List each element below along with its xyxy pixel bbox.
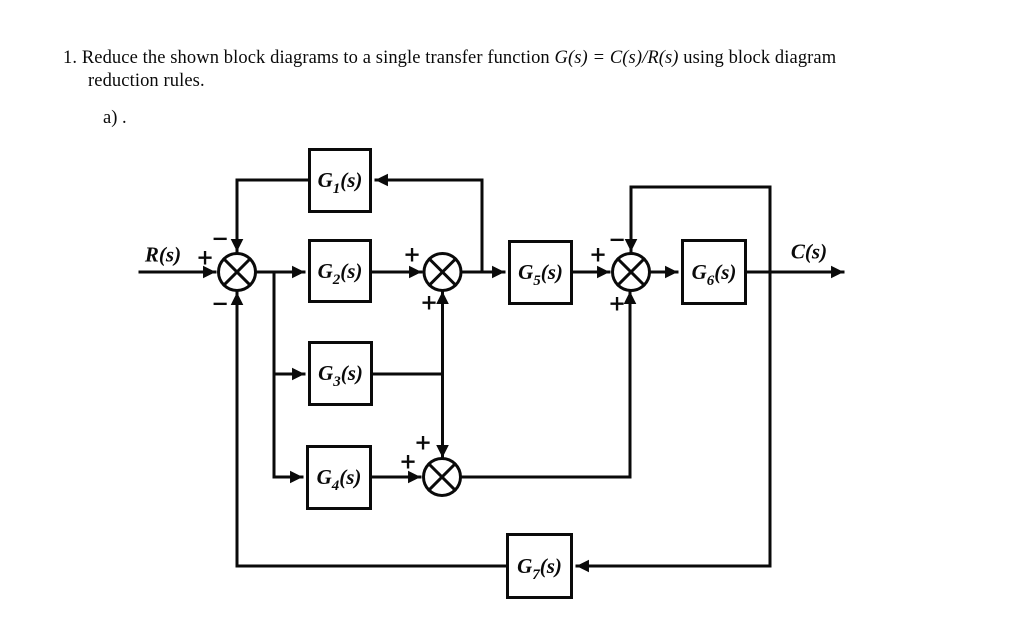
block-g1-label: G1(s) xyxy=(317,168,363,197)
sign-sum3-top: − xyxy=(608,226,626,252)
sign-sum1-left: + xyxy=(196,244,214,270)
item-label-a: a) . xyxy=(103,108,127,128)
block-g7-label: G7(s) xyxy=(517,553,562,583)
block-g4: G4(s) xyxy=(306,445,372,510)
wire-segments xyxy=(235,178,772,568)
block-g5: G5(s) xyxy=(508,240,573,305)
block-g2-label: G2(s) xyxy=(317,258,363,288)
block-g6: G6(s) xyxy=(681,239,747,305)
problem-statement-line1: 1. Reduce the shown block diagrams to a … xyxy=(63,48,836,69)
sign-sum2-left: + xyxy=(403,241,421,267)
problem-number: 1. xyxy=(63,48,78,68)
sign-sum4-left: + xyxy=(399,448,417,474)
block-g3: G3(s) xyxy=(308,341,373,406)
block-g4-label: G4(s) xyxy=(316,465,362,494)
block-g6-label: G6(s) xyxy=(691,259,737,289)
problem-statement-line2: reduction rules. xyxy=(88,71,205,91)
input-signal-label: R(s) xyxy=(144,242,182,267)
summing-junction-1 xyxy=(217,252,257,292)
wire-arrows xyxy=(138,173,845,573)
problem-text-tail: using block diagram xyxy=(678,48,837,68)
sign-sum1-top: − xyxy=(211,225,229,251)
block-g1: G1(s) xyxy=(308,148,372,213)
block-g3-label: G3(s) xyxy=(318,361,363,390)
block-g2: G2(s) xyxy=(308,239,372,303)
output-signal-label: C(s) xyxy=(790,239,828,264)
summing-junctions xyxy=(217,252,651,497)
sign-sum1-bottom: − xyxy=(211,290,229,316)
summing-junction-3 xyxy=(611,252,651,292)
block-g5-label: G5(s) xyxy=(518,260,563,289)
sign-sum2-bottom: + xyxy=(420,289,438,315)
summing-junction-4 xyxy=(422,457,462,497)
block-g7: G7(s) xyxy=(506,533,573,599)
sign-sum3-left: + xyxy=(589,241,607,267)
problem-text: Reduce the shown block diagrams to a sin… xyxy=(81,48,555,68)
summing-junction-2 xyxy=(422,252,463,292)
sign-sum3-bottom: + xyxy=(608,290,626,316)
sign-sum4-top: + xyxy=(414,429,432,455)
problem-math: G(s) = C(s)/R(s) xyxy=(554,48,679,68)
